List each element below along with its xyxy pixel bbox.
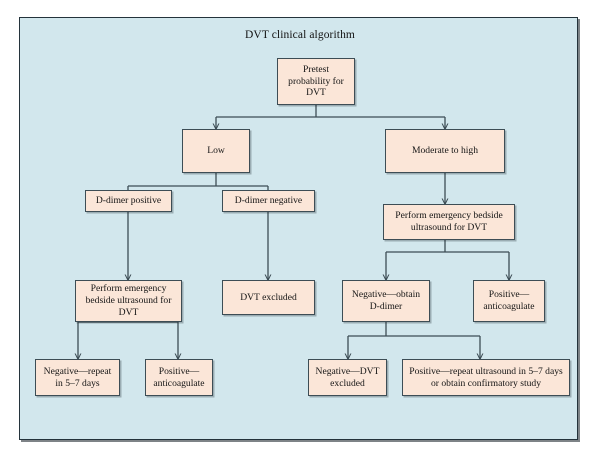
node-pretest-probability[interactable]: Pretest probability for DVT (277, 58, 355, 105)
node-negative-obtain-d-dimer[interactable]: Negative—obtain D-dimer (342, 280, 430, 322)
node-low[interactable]: Low (182, 129, 250, 173)
node-d-dimer-positive[interactable]: D-dimer positive (85, 190, 172, 212)
node-negative-dvt-excluded[interactable]: Negative—DVT excluded (308, 359, 387, 396)
node-dvt-excluded[interactable]: DVT excluded (222, 280, 315, 315)
figure-title: DVT clinical algorithm (245, 29, 355, 41)
node-negative-repeat-5-7-days[interactable]: Negative—repeat in 5–7 days (35, 359, 120, 396)
node-ultrasound-left[interactable]: Perform emergency bedside ultrasound for… (75, 280, 182, 322)
node-positive-repeat-ultrasound[interactable]: Positive—repeat ultrasound in 5–7 days o… (402, 359, 570, 396)
node-positive-anticoagulate-right[interactable]: Positive—anticoagulate (473, 280, 545, 322)
node-positive-anticoagulate-left[interactable]: Positive—anticoagulate (145, 359, 213, 396)
node-moderate-to-high[interactable]: Moderate to high (385, 129, 505, 173)
node-ultrasound-right[interactable]: Perform emergency bedside ultrasound for… (383, 204, 515, 240)
node-d-dimer-negative[interactable]: D-dimer negative (222, 190, 315, 212)
